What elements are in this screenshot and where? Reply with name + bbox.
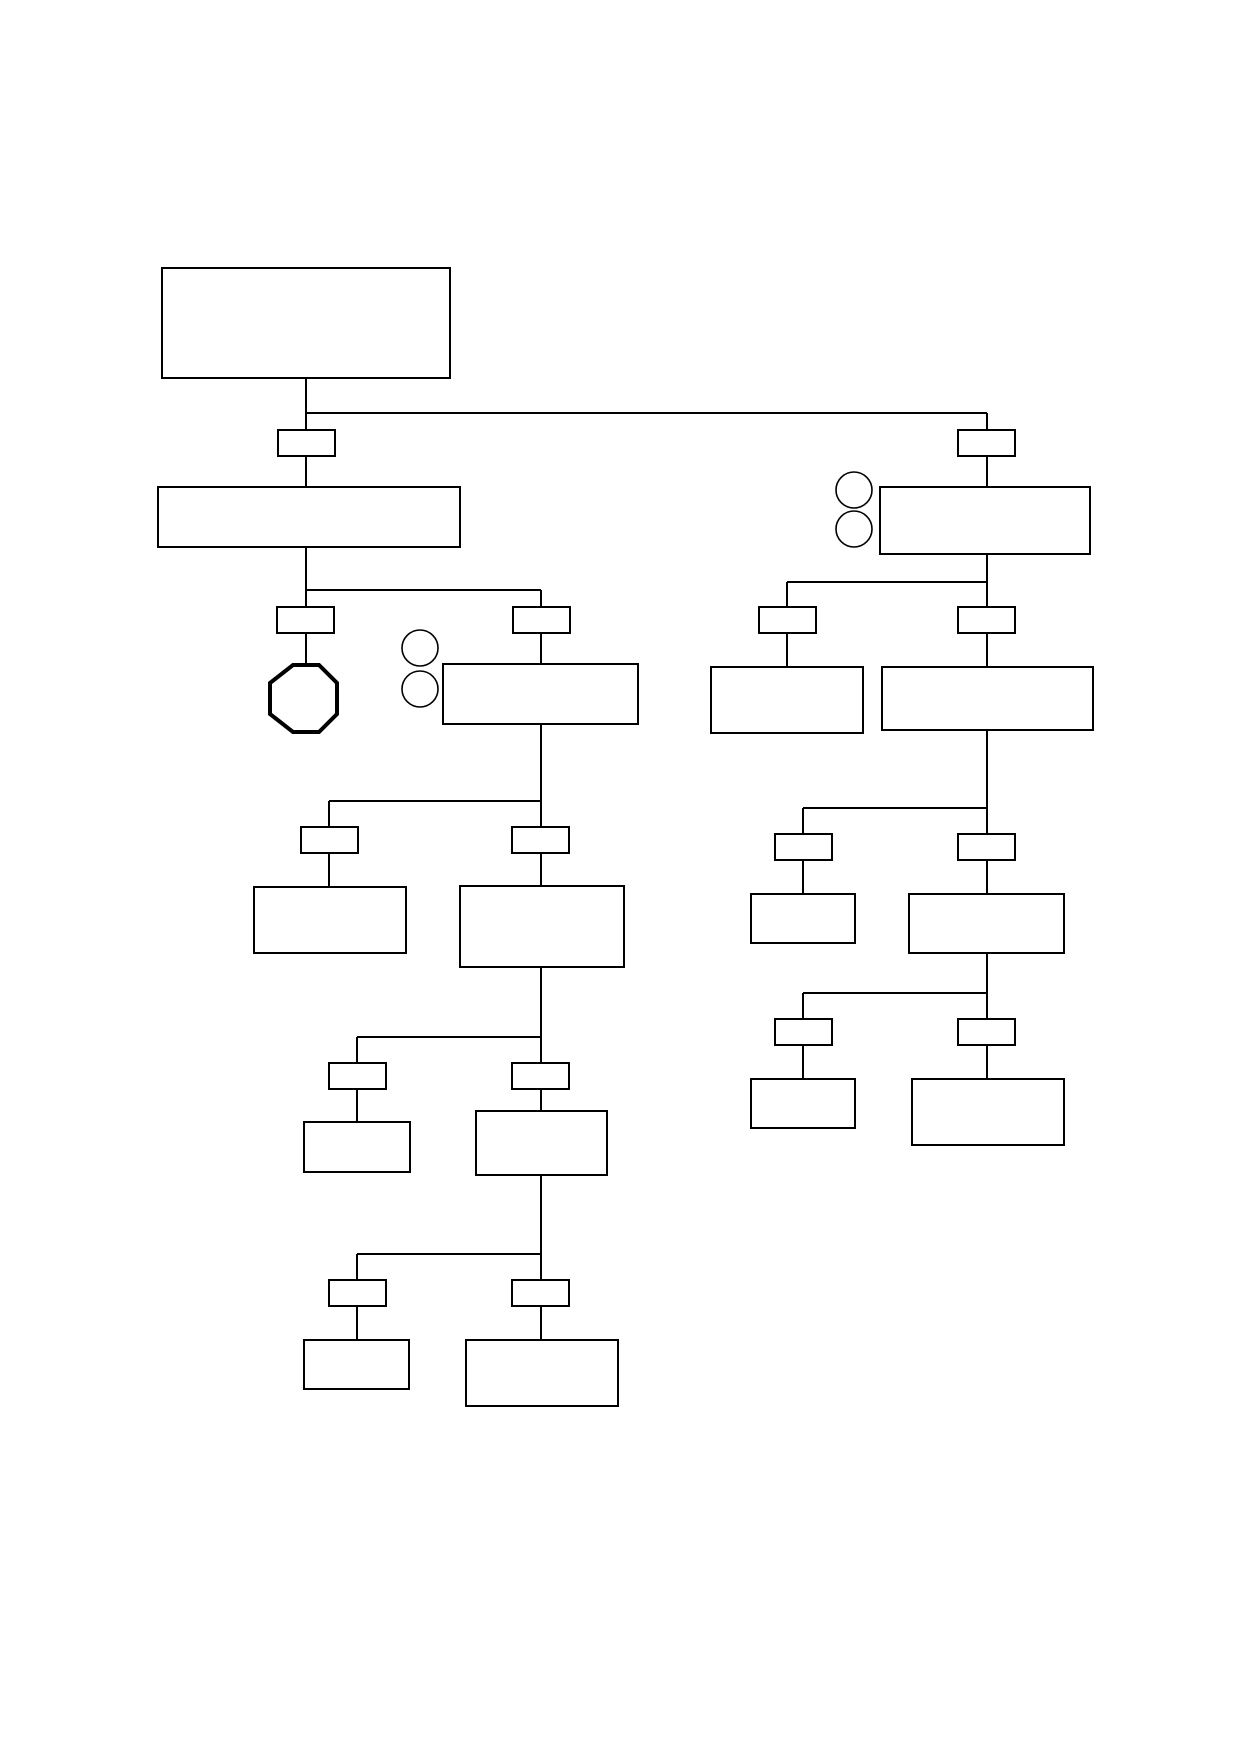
edge-label-box xyxy=(512,606,571,634)
right-node-box xyxy=(879,486,1091,555)
node-box xyxy=(750,1078,856,1129)
node-box xyxy=(303,1339,410,1390)
edge-labels xyxy=(276,429,1016,1307)
edge-label-box xyxy=(511,1062,570,1090)
edge-label-box xyxy=(277,429,336,457)
circle-marker xyxy=(401,629,439,667)
left-node-box xyxy=(157,486,461,548)
edge-label-box xyxy=(511,1279,570,1307)
node-box xyxy=(442,663,639,725)
node-box xyxy=(303,1121,411,1173)
edge-label-box xyxy=(328,1279,387,1307)
connectors xyxy=(305,378,988,1340)
edge-label-box xyxy=(758,606,817,634)
edge-label-box xyxy=(774,1018,833,1046)
node-box xyxy=(750,893,856,944)
node-box xyxy=(911,1078,1065,1146)
stop-octagon-icon xyxy=(268,663,339,734)
circle-markers xyxy=(401,471,873,708)
edge-label-box xyxy=(957,429,1016,457)
circle-marker xyxy=(401,670,439,708)
node-box xyxy=(465,1339,619,1407)
node-box xyxy=(459,885,625,968)
edge-label-box xyxy=(300,826,359,854)
edge-label-box xyxy=(511,826,570,854)
edge-label-box xyxy=(957,833,1016,861)
node-box xyxy=(908,893,1065,954)
edge-label-box xyxy=(774,833,833,861)
root-node-box xyxy=(161,267,451,379)
node-box xyxy=(881,666,1094,731)
edge-label-box xyxy=(957,1018,1016,1046)
circle-marker xyxy=(835,471,873,509)
edge-label-box xyxy=(328,1062,387,1090)
edge-label-box xyxy=(276,606,335,634)
node-box xyxy=(710,666,864,734)
circle-marker xyxy=(835,510,873,548)
nodes xyxy=(157,267,1094,1407)
edge-label-box xyxy=(957,606,1016,634)
node-box xyxy=(253,886,407,954)
node-box xyxy=(475,1110,608,1176)
